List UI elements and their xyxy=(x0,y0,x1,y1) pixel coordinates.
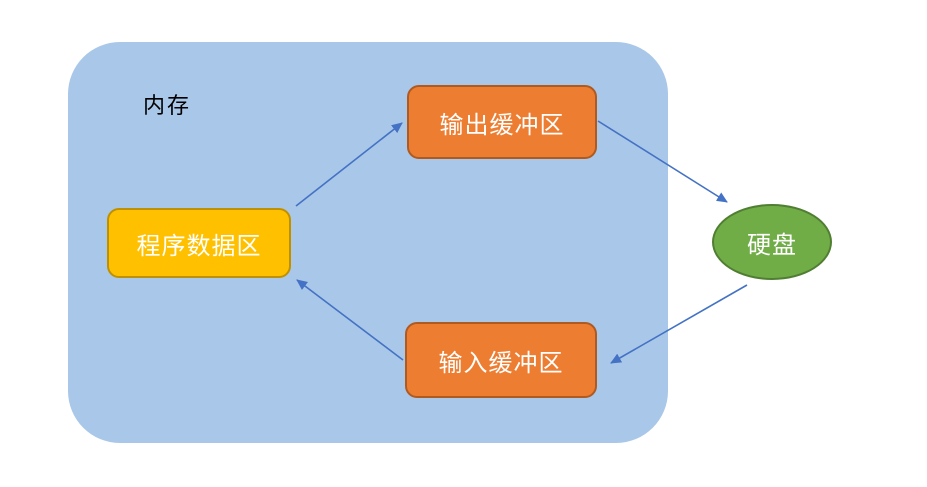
node-input-buffer: 输入缓冲区 xyxy=(405,322,597,398)
node-output-buffer: 输出缓冲区 xyxy=(407,85,597,159)
node-program-data: 程序数据区 xyxy=(107,208,291,278)
node-program-data-label: 程序数据区 xyxy=(136,232,262,260)
node-output-buffer-label: 输出缓冲区 xyxy=(439,111,565,139)
node-disk-label: 硬盘 xyxy=(747,231,797,259)
memory-label: 内存 xyxy=(143,93,192,118)
node-disk: 硬盘 xyxy=(712,204,832,280)
node-input-buffer-label: 输入缓冲区 xyxy=(438,349,564,377)
